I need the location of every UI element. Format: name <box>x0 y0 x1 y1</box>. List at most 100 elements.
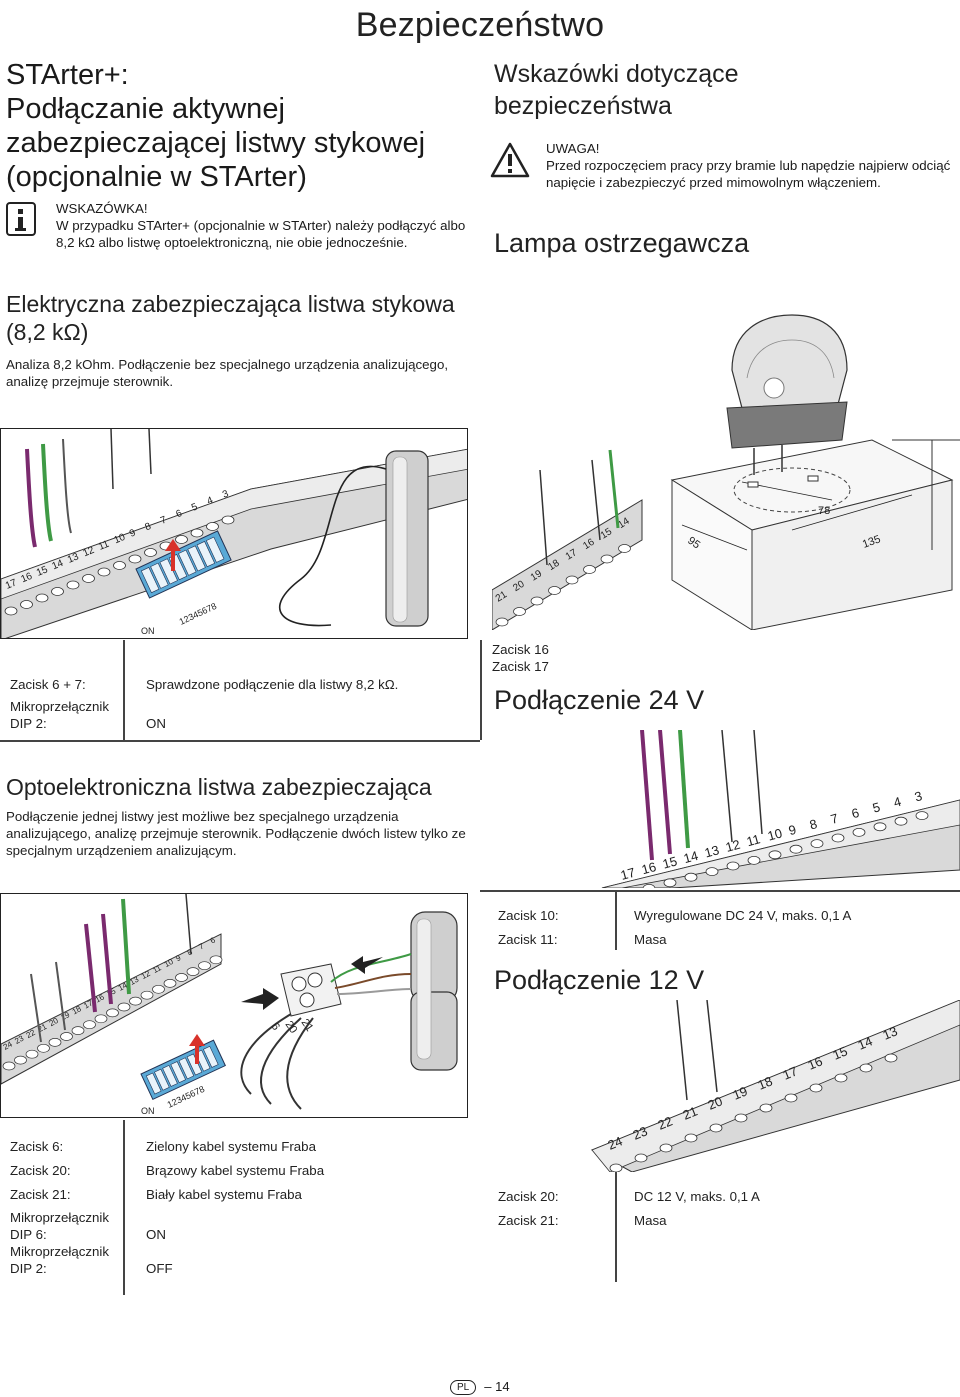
terminal-screw <box>14 1055 27 1065</box>
terminal-number: 6 <box>175 508 185 520</box>
warning-text: Przed rozpoczęciem pracy przy bramie lub… <box>546 158 951 190</box>
terminal-number: 22 <box>656 1113 675 1132</box>
terminal-screw <box>198 961 211 971</box>
dip-switch-lever <box>203 1045 219 1068</box>
terminal-number: 5 <box>190 501 200 513</box>
terminal-screw <box>175 535 188 544</box>
terminal-screw <box>859 1063 873 1073</box>
terminal-number: 13 <box>881 1023 900 1042</box>
terminal-screw <box>190 528 204 538</box>
caption-value: Biały kabel systemu Fraba <box>146 1187 302 1202</box>
terminal-screw <box>495 617 509 627</box>
terminal-screw <box>684 872 698 882</box>
terminal-number: 20 <box>706 1093 725 1112</box>
terminal-screw <box>768 850 782 860</box>
terminal-screw <box>209 955 223 965</box>
terminal-screw <box>831 833 845 843</box>
lamp-title: Lampa ostrzegawcza <box>494 228 750 258</box>
dip-on-label: ON <box>141 626 155 636</box>
terminal-number: 9 <box>787 822 798 838</box>
terminal-number: 3 <box>913 788 924 804</box>
dim-label: 95 <box>685 535 702 552</box>
terminal-screw <box>809 1083 823 1093</box>
caption-key: Zacisk 20: <box>498 1189 559 1204</box>
terminal-screw <box>513 607 526 616</box>
terminal-screw <box>20 600 33 609</box>
terminal-screw <box>583 565 596 574</box>
dip-switch-lever <box>178 549 197 576</box>
terminal-screw <box>221 515 235 525</box>
page-title: Bezpieczeństwo <box>355 6 605 44</box>
terminal-screw <box>530 596 544 606</box>
terminal-number: 8 <box>186 947 195 957</box>
terminal-number: 7 <box>829 811 840 827</box>
dip-switch-lever <box>196 541 216 568</box>
caption-value: Brązowy kabel systemu Fraba <box>146 1163 325 1178</box>
terminal-number: 17 <box>781 1063 800 1082</box>
dim-label: 135 <box>861 533 882 551</box>
terminal-screw <box>66 580 80 590</box>
caption-key: Zacisk 6: <box>10 1139 64 1154</box>
section-title-contact-strip: Elektryczna zabezpieczająca listwa styko… <box>6 290 476 346</box>
terminal-number: 16 <box>20 571 35 586</box>
terminal-screw <box>759 1103 773 1113</box>
terminal-screw <box>873 822 887 832</box>
caption-key: Zacisk 6 + 7: <box>10 677 86 692</box>
terminal-number: 6 <box>209 935 218 945</box>
terminal-number: 10 <box>113 532 128 547</box>
v24-title: Podłączenie 24 V <box>494 685 705 715</box>
dip-switch-lever <box>145 1072 162 1095</box>
terminal-number: 13 <box>66 551 81 566</box>
terminal-number: 9 <box>174 953 183 963</box>
terminal-number: 16 <box>806 1053 825 1072</box>
terminal-screw <box>618 544 631 553</box>
note-label: WSKAZÓWKA! <box>56 201 148 216</box>
terminal-screw <box>129 996 142 1006</box>
main-title-line: Podłączanie aktywnej <box>6 93 285 125</box>
terminal-screw <box>163 979 177 988</box>
terminal-screw <box>915 811 929 820</box>
terminal-screw <box>60 1032 73 1041</box>
terminal-number: 4 <box>206 495 216 507</box>
terminal-screw <box>705 867 719 877</box>
terminal-number: 16 <box>640 859 658 877</box>
terminal-number: 8 <box>144 521 154 533</box>
section-body-contact-strip: Analiza 8,2 kOhm. Podłączenie bez specja… <box>6 357 449 389</box>
section-title-line: Elektryczna zabezpieczająca listwa styko… <box>6 291 455 317</box>
terminal-number: 17 <box>4 577 19 592</box>
terminal-number: 12 <box>82 545 97 560</box>
caption-key: Zacisk 21: <box>10 1187 71 1202</box>
language-badge: PL <box>450 1380 477 1396</box>
terminal-screw <box>117 1002 131 1012</box>
terminal-screw <box>663 878 677 888</box>
terminal-screw <box>175 973 188 982</box>
caption-value: Masa <box>634 1213 667 1228</box>
page-number: 14 <box>495 1379 510 1394</box>
caption-key: Mikroprzełącznik DIP 2: <box>10 1244 110 1276</box>
info-icon <box>6 202 36 236</box>
terminal-screw <box>51 587 64 596</box>
terminal-number: 9 <box>128 527 138 539</box>
warning-triangle-icon <box>490 142 530 178</box>
terminal-number: 5 <box>871 799 882 815</box>
terminal-screw <box>894 816 908 826</box>
terminal-number: 14 <box>856 1033 875 1052</box>
terminal-screw <box>25 1049 39 1059</box>
terminal-screw <box>106 1008 119 1018</box>
warning-label: UWAGA! <box>546 141 600 156</box>
dip-numbers-label: 12345678 <box>178 601 219 627</box>
caption-value: OFF <box>146 1261 173 1276</box>
main-title-line: STArter+: <box>6 59 129 91</box>
terminal-number: 10 <box>766 825 784 843</box>
terminal-screw <box>609 1163 623 1173</box>
terminal-number: 15 <box>831 1043 850 1062</box>
note-text: W przypadku STArter+ (opcjonalnie w STAr… <box>56 218 466 250</box>
caption-key: Zacisk 10: <box>498 908 559 923</box>
terminal-number: 23 <box>631 1123 650 1142</box>
connector-number: 6 <box>269 1021 282 1033</box>
terminal-number: 24 <box>606 1133 625 1152</box>
